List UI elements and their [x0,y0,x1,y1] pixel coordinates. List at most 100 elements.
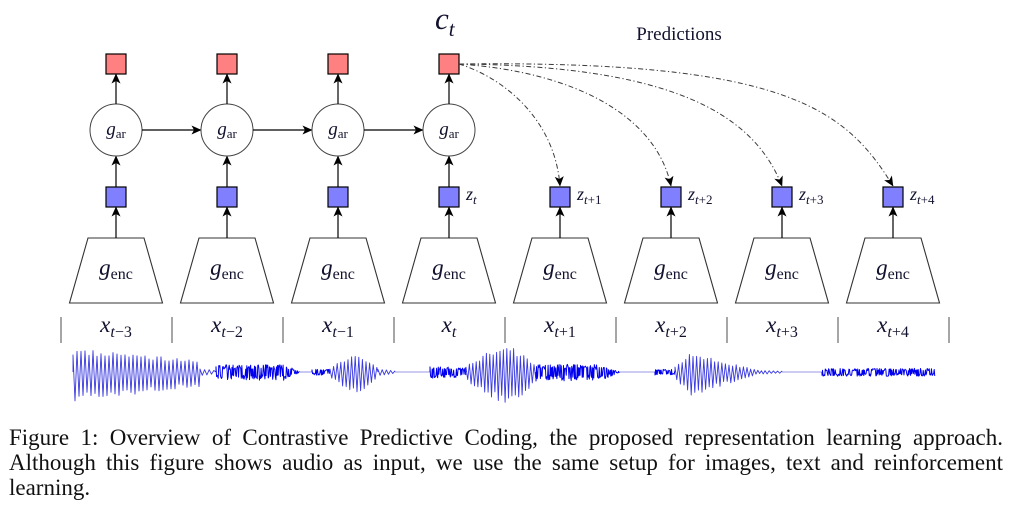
encoder-block [401,237,497,304]
input-label: xt+1 [543,312,576,341]
encoder-block [179,237,275,304]
autoregressive-label: gar [328,119,348,141]
autoregressive-label-subscript-rest: ar [116,126,127,141]
input-label-subscript-rest: +3 [781,324,798,341]
timestep-column [179,53,313,304]
latent-node [549,186,571,208]
encoder-label-subscript-rest: enc [444,266,466,283]
timestep-column [623,186,719,304]
autoregressive-label-base: g [217,119,227,140]
input-label: xt+2 [654,312,687,341]
encoder-label: genc [210,255,244,283]
input-label-subscript-rest: +1 [559,324,576,341]
waveform-segment [764,370,783,375]
input-label-subscript-rest: −1 [337,324,354,341]
input-label-subscript-rest: −2 [226,324,243,341]
segment-separators [60,317,950,343]
autoregressive-label: gar [106,119,126,141]
input-label-subscript: t [776,324,781,341]
predictions-label: Predictions [636,24,722,45]
encoder-block [845,237,941,304]
waveform-segment [654,368,676,376]
input-label-subscript-rest: +2 [670,324,687,341]
context-label-base: c [435,1,449,36]
autoregressive-label: gar [217,119,237,141]
encoder-label: genc [432,255,466,283]
autoregressive-label-base: g [328,119,338,140]
latent-label-subscript: t [584,192,588,207]
input-label-subscript: t [332,324,337,341]
latent-label-base: z [576,184,584,204]
prediction-arrow [458,63,894,187]
timestep-column [68,53,202,304]
latent-node [216,186,238,208]
latent-label: zt+4 [909,184,935,207]
latent-label: zt+3 [798,184,823,207]
autoregressive-label-subscript-rest: ar [449,126,460,141]
input-label-subscript: t [110,324,115,341]
encoder-block [290,237,386,304]
input-label-base: x [876,312,888,337]
latent-label: zt+1 [576,184,601,207]
context-node [327,53,349,75]
waveform-segment [72,350,201,402]
encoder-label-base: g [210,255,222,280]
input-label-base: x [765,312,777,337]
context-node [105,53,127,75]
waveform-segment [311,368,331,376]
latent-label-base: z [465,184,473,204]
waveform-segment [429,366,467,379]
caption-line-3: learning. [9,475,91,500]
latent-node [771,186,793,208]
encoder-label-base: g [876,255,888,280]
diagram-labels: gencxt−3gargencxt−2gargencxt−1gargencztx… [99,1,935,341]
encoder-label: genc [876,255,910,283]
context-label-subscript: t [449,17,456,41]
encoder-label: genc [765,255,799,283]
encoder-block [623,237,719,304]
waveform-segment [465,348,537,403]
input-label-subscript: t [665,324,670,341]
input-label: xt−2 [210,312,243,341]
context-label: ct [435,1,456,41]
encoder-label-subscript-rest: enc [777,266,799,283]
input-label: xt−1 [321,312,354,341]
encoder-label-base: g [321,255,333,280]
input-label-base: x [210,312,222,337]
input-label-subscript: t [554,324,559,341]
latent-node [882,186,904,208]
encoder-label-base: g [654,255,666,280]
input-label-subscript: t [452,324,457,341]
latent-label-subscript: t [695,192,699,207]
encoder-label-subscript-rest: enc [111,266,133,283]
latent-label-base: z [798,184,806,204]
latent-node [105,186,127,208]
input-label-subscript-rest: −3 [115,324,132,341]
latent-label: zt+2 [687,184,712,207]
prediction-arrows [458,63,894,187]
timestep-column [845,186,941,304]
input-label-subscript-rest: +4 [892,324,909,341]
latent-node [327,186,349,208]
autoregressive-label-subscript-rest: ar [227,126,238,141]
context-node [438,53,460,75]
latent-label-base: z [687,184,695,204]
input-label-subscript: t [221,324,226,341]
input-label-base: x [99,312,111,337]
encoder-label-base: g [432,255,444,280]
encoder-label: genc [321,255,355,283]
cpc-diagram: gencxt−3gargencxt−2gargencxt−1gargencztx… [60,1,950,403]
input-label-base: x [321,312,333,337]
latent-label-subscript: t [806,192,810,207]
latent-node [660,186,682,208]
latent-label-subscript: t [473,192,477,207]
context-node [216,53,238,75]
waveform-segment [535,363,620,382]
latent-label: zt [465,184,477,207]
timestep-column [512,186,608,304]
input-label: xt [441,312,457,341]
encoder-block [68,237,164,304]
encoder-label-subscript-rest: enc [555,266,577,283]
timestep-column [734,186,830,304]
prediction-arrow [458,63,564,187]
